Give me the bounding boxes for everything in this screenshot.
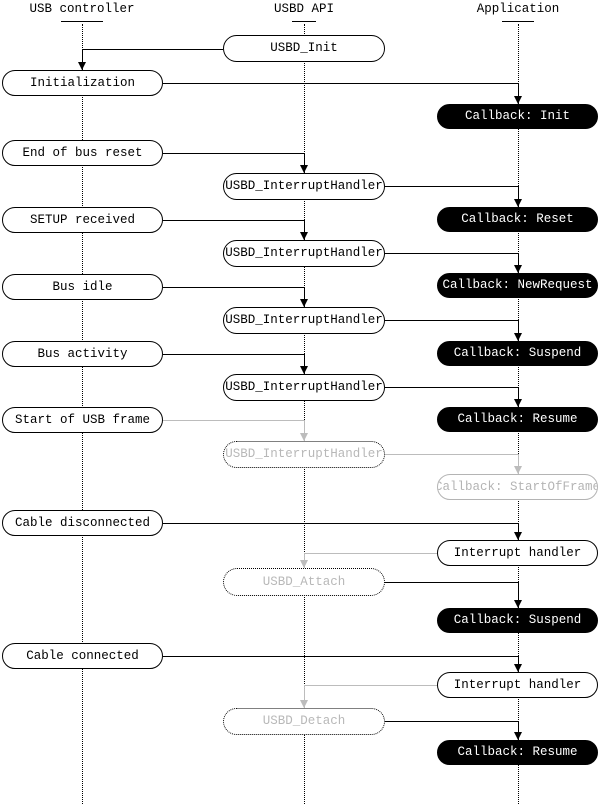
edge-hline-disconnect-to-interrupt-handler xyxy=(163,523,518,524)
arrowhead-icon-usbd-init-to-initialization xyxy=(78,62,86,70)
edge-hline-usbd-init-to-initialization xyxy=(82,49,223,50)
edge-hline-initialization-to-callback-init xyxy=(163,83,518,84)
node-interrupt-handler-e: USBD_InterruptHandler xyxy=(223,441,385,468)
node-callback-newrequest: Callback: NewRequest xyxy=(437,273,598,298)
node-interrupt-handler-2: Interrupt handler xyxy=(437,672,598,698)
arrowhead-icon-bus-activity-to-handler xyxy=(300,366,308,374)
edge-hline-connect-to-interrupt-handler xyxy=(163,656,518,657)
arrowhead-icon-handler-to-callback-newrequest xyxy=(514,265,522,273)
node-usbd-detach: USBD_Detach xyxy=(223,708,385,735)
edge-hline-handler-to-callback-newrequest xyxy=(385,253,518,254)
node-callback-suspend: Callback: Suspend xyxy=(437,341,598,366)
node-interrupt-handler-c: USBD_InterruptHandler xyxy=(223,307,385,334)
node-interrupt-handler-1: Interrupt handler xyxy=(437,540,598,566)
arrowhead-icon-ghost-handler-to-callback-sof xyxy=(514,466,522,474)
column-tick-application xyxy=(502,21,534,22)
edge-hline-sof-to-ghost-handler xyxy=(163,420,304,421)
column-header-usbd-api: USBD API xyxy=(273,2,335,16)
node-usbd-init: USBD_Init xyxy=(223,35,385,62)
arrowhead-icon-handler-to-callback-resume xyxy=(514,399,522,407)
arrowhead-icon-sof-to-ghost-handler xyxy=(300,433,308,441)
node-interrupt-handler-b: USBD_InterruptHandler xyxy=(223,240,385,267)
column-tick-usbd-api xyxy=(292,21,316,22)
edge-vline-disconnect-to-interrupt-handler xyxy=(518,523,519,540)
edge-vline-setup-to-handler xyxy=(304,220,305,240)
edge-vline-usbd-detach-to-callback-resume xyxy=(518,721,519,740)
node-end-of-bus-reset: End of bus reset xyxy=(2,140,163,166)
edge-vline-initialization-to-callback-init xyxy=(518,83,519,104)
node-callback-resume-2: Callback: Resume xyxy=(437,740,598,765)
arrowhead-icon-bus-idle-to-handler xyxy=(300,299,308,307)
node-callback-init: Callback: Init xyxy=(437,104,598,129)
arrowhead-icon-interrupt-handler-to-usbd-detach xyxy=(300,700,308,708)
edge-hline-handler-to-callback-resume xyxy=(385,387,518,388)
edge-vline-bus-reset-to-handler xyxy=(304,153,305,173)
edge-vline-handler-to-callback-newrequest xyxy=(518,253,519,273)
arrowhead-icon-initialization-to-callback-init xyxy=(514,96,522,104)
arrowhead-icon-interrupt-handler-to-usbd-attach xyxy=(300,560,308,568)
edge-hline-usbd-attach-to-callback-suspend xyxy=(385,582,518,583)
column-header-usb-controller: USB controller xyxy=(29,2,135,16)
edge-vline-bus-idle-to-handler xyxy=(304,287,305,307)
edge-hline-usbd-detach-to-callback-resume xyxy=(385,721,518,722)
edge-hline-handler-to-callback-suspend xyxy=(385,320,518,321)
node-callback-startofframe: Callback: StartOfFrame xyxy=(437,474,598,500)
node-setup-received: SETUP received xyxy=(2,207,163,233)
node-interrupt-handler-a: USBD_InterruptHandler xyxy=(223,173,385,200)
node-interrupt-handler-d: USBD_InterruptHandler xyxy=(223,374,385,401)
node-bus-idle: Bus idle xyxy=(2,274,163,300)
node-initialization: Initialization xyxy=(2,70,163,96)
lifeline-usbd-api xyxy=(304,24,305,804)
node-cable-connected: Cable connected xyxy=(2,643,163,669)
arrowhead-icon-bus-reset-to-handler xyxy=(300,165,308,173)
edge-vline-interrupt-handler-to-usbd-detach xyxy=(304,685,305,708)
edge-hline-interrupt-handler-to-usbd-attach xyxy=(304,553,437,554)
arrowhead-icon-connect-to-interrupt-handler xyxy=(514,664,522,672)
edge-hline-ghost-handler-to-callback-sof xyxy=(385,454,518,455)
edge-vline-usbd-init-to-initialization xyxy=(82,49,83,70)
edge-hline-setup-to-handler xyxy=(163,220,304,221)
arrowhead-icon-disconnect-to-interrupt-handler xyxy=(514,532,522,540)
node-callback-resume: Callback: Resume xyxy=(437,407,598,432)
edge-hline-interrupt-handler-to-usbd-detach xyxy=(304,685,437,686)
edge-vline-usbd-attach-to-callback-suspend xyxy=(518,582,519,608)
edge-vline-bus-activity-to-handler xyxy=(304,354,305,374)
node-cable-disconnected: Cable disconnected xyxy=(2,510,163,536)
edge-hline-bus-activity-to-handler xyxy=(163,354,304,355)
column-tick-usb-controller xyxy=(61,21,103,22)
arrowhead-icon-handler-to-callback-suspend xyxy=(514,333,522,341)
arrowhead-icon-usbd-detach-to-callback-resume xyxy=(514,732,522,740)
node-usbd-attach: USBD_Attach xyxy=(223,568,385,596)
arrowhead-icon-handler-to-callback-reset xyxy=(514,199,522,207)
edge-vline-handler-to-callback-resume xyxy=(518,387,519,407)
node-bus-activity: Bus activity xyxy=(2,341,163,367)
column-header-application: Application xyxy=(476,2,560,16)
edge-vline-sof-to-ghost-handler xyxy=(304,420,305,441)
edge-hline-bus-reset-to-handler xyxy=(163,153,304,154)
edge-hline-bus-idle-to-handler xyxy=(163,287,304,288)
node-start-of-usb-frame: Start of USB frame xyxy=(2,407,163,433)
edge-vline-handler-to-callback-suspend xyxy=(518,320,519,341)
arrowhead-icon-usbd-attach-to-callback-suspend xyxy=(514,600,522,608)
node-callback-suspend-2: Callback: Suspend xyxy=(437,608,598,633)
edge-vline-ghost-handler-to-callback-sof xyxy=(518,454,519,474)
edge-vline-handler-to-callback-reset xyxy=(518,186,519,207)
node-callback-reset: Callback: Reset xyxy=(437,207,598,232)
arrowhead-icon-setup-to-handler xyxy=(300,232,308,240)
edge-hline-handler-to-callback-reset xyxy=(385,186,518,187)
